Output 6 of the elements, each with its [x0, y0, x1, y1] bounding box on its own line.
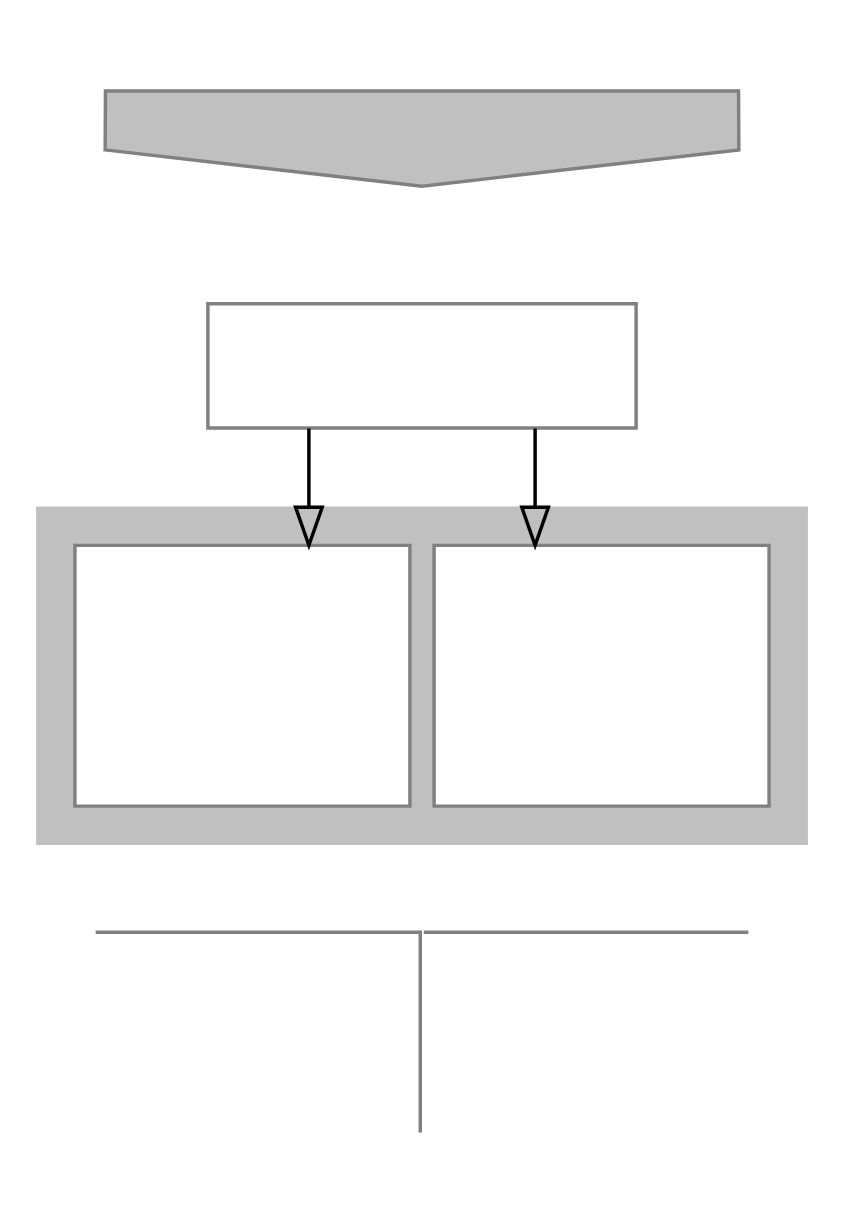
arrow	[519, 428, 551, 551]
arrow	[293, 428, 325, 551]
node-chevron	[103, 89, 741, 188]
node-box	[432, 543, 771, 808]
node-box	[73, 543, 412, 808]
node-box	[206, 301, 638, 430]
